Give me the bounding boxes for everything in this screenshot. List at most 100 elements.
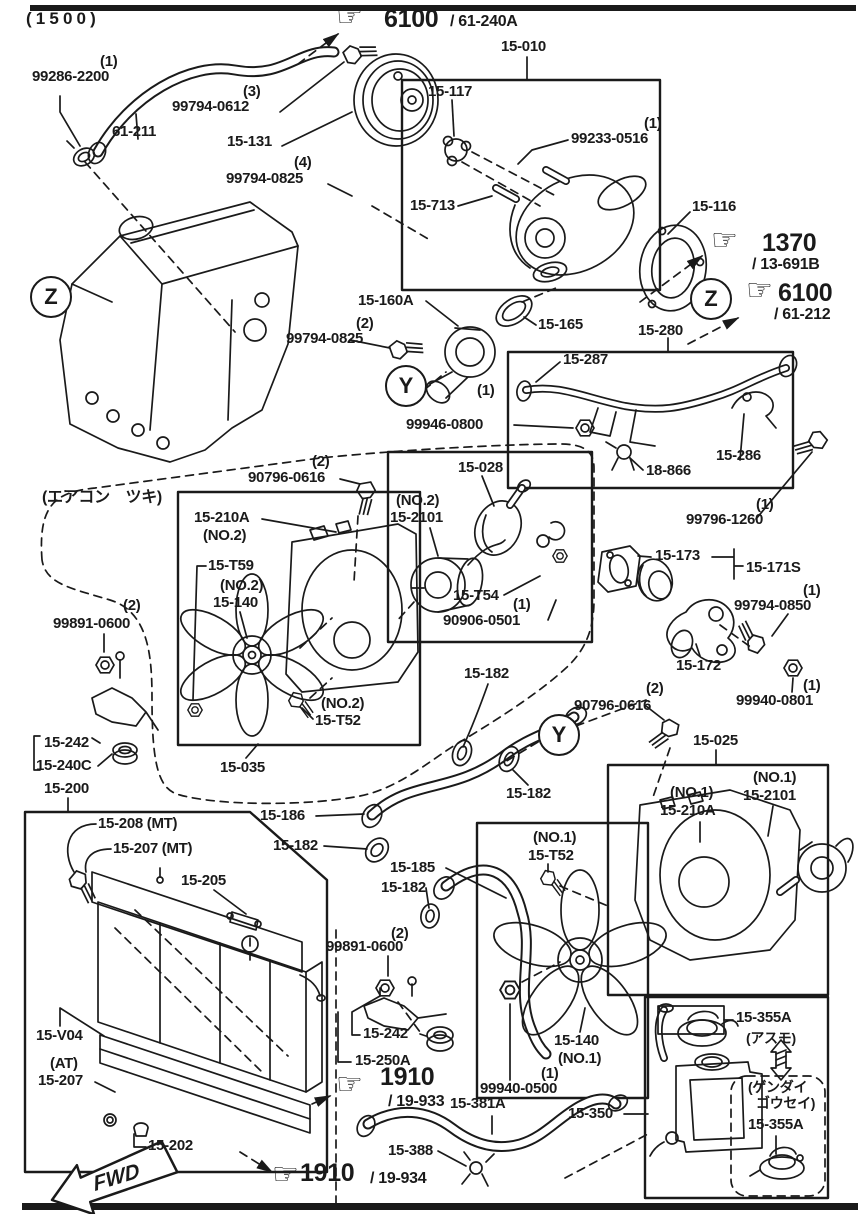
part-label: 99940-0500: [480, 1080, 558, 1097]
part-label: (1): [644, 115, 662, 132]
part-label: 15-280: [638, 322, 683, 339]
part-label: (NO.2): [321, 695, 365, 712]
fan-no1-assembly-boxes: [475, 763, 830, 1100]
part-label: (アスモ): [746, 1030, 796, 1046]
part-label: 15-T59: [208, 557, 254, 574]
ref-callout-small: / 61-212: [774, 306, 831, 323]
water-pipe-box-15-280: [506, 350, 830, 490]
part-label: (NO.2): [203, 527, 247, 544]
part-label: 90796-0616: [574, 697, 652, 714]
part-label: (NO.2): [396, 492, 440, 509]
detail-balloon-y: Y: [538, 714, 580, 756]
part-label: 15-010: [501, 38, 546, 55]
part-label: (3): [243, 83, 261, 100]
ref-callout-big: 6100: [778, 279, 833, 307]
hose-61-211-drawing: [66, 35, 381, 167]
part-label: (NO.2): [220, 577, 264, 594]
part-label: 99891-0600: [326, 938, 404, 955]
ref-callout-small: / 61-240A: [450, 13, 518, 30]
part-label: (2): [123, 597, 141, 614]
part-label: 15-713: [410, 197, 455, 214]
ref-callout-big: 1370: [762, 229, 817, 257]
part-label: 15-355A: [736, 1009, 792, 1026]
part-label: 99891-0600: [53, 615, 131, 632]
part-label: (NO.1): [558, 1050, 602, 1067]
part-label: 99286-2200: [32, 68, 110, 85]
part-label: 15-185: [390, 859, 435, 876]
pointing-hand-icon: ☞: [336, 1068, 363, 1101]
part-label: 15-200: [44, 780, 89, 797]
part-label: 15-171S: [746, 559, 801, 576]
part-label: 15-V04: [36, 1027, 83, 1044]
part-label: (1): [756, 496, 774, 513]
part-label: (1): [100, 53, 118, 70]
fan-motor-no1-drawing: [537, 837, 854, 898]
thermostat-cover-group-drawing: [597, 545, 803, 677]
part-label: 15-242: [44, 734, 89, 751]
part-label: 15-388: [388, 1142, 433, 1159]
part-label: 15-381A: [450, 1095, 506, 1112]
ref-callout-big: 6100: [384, 5, 439, 33]
radiator-drawing: [64, 867, 326, 1137]
part-label: ( 1 5 0 0 ): [26, 9, 96, 28]
part-label: 15-350: [568, 1105, 613, 1122]
part-label: 15-240C: [36, 757, 92, 774]
part-label: 99794-0825: [286, 330, 364, 347]
part-label: 90796-0616: [248, 469, 326, 486]
part-label: 15-210A: [660, 802, 716, 819]
part-label: 15-186: [260, 807, 305, 824]
part-label: (エアコン ツキ): [42, 489, 162, 506]
fan-blade-no1-drawing: [493, 869, 667, 1036]
part-label: (1): [803, 582, 821, 599]
engine-block-drawing: [59, 201, 299, 463]
part-label: (1): [803, 677, 821, 694]
part-label: 15-140: [213, 594, 258, 611]
dashed-leader-lines: [84, 32, 753, 1204]
ref-callout-small: / 19-934: [370, 1170, 427, 1187]
part-label: 15-208 (MT): [98, 815, 178, 832]
part-label: 15-242: [363, 1025, 408, 1042]
part-label: 99794-0825: [226, 170, 304, 187]
part-label: 15-286: [716, 447, 761, 464]
pointing-hand-icon: ☞: [746, 274, 773, 307]
part-label: 15-205: [181, 872, 226, 889]
part-label: 15-207: [38, 1072, 83, 1089]
part-label: (NO.1): [753, 769, 797, 786]
part-label: 15-355A: [748, 1116, 804, 1133]
mount-bracket-cluster-left: [91, 651, 159, 765]
hose-clamp-icons: [364, 739, 520, 929]
part-label: 15-028: [458, 459, 503, 476]
part-label: 61-211: [112, 123, 157, 140]
part-label: 15-182: [381, 879, 426, 896]
part-label: 15-172: [676, 657, 721, 674]
reservoir-box-15-350: [643, 995, 830, 1200]
part-label: (4): [294, 154, 312, 171]
water-pump-box-15-010: [400, 78, 662, 292]
fan-blade-no2-drawing: [179, 573, 325, 737]
part-label: 18-866: [646, 462, 691, 479]
part-label: 15-182: [464, 665, 509, 682]
part-label: 99796-1260: [686, 511, 764, 528]
part-label: (1): [541, 1065, 559, 1082]
part-label: 15-025: [693, 732, 738, 749]
detail-balloon-z: Z: [690, 278, 732, 320]
pointing-hand-icon: ☞: [272, 1158, 299, 1191]
part-label: 15-131: [227, 133, 272, 150]
part-label: 15-210A: [194, 509, 250, 526]
part-label: 90906-0501: [443, 612, 521, 629]
fan-motor-no2-drawing: [187, 479, 568, 720]
ref-callout-big: 1910: [300, 1159, 355, 1187]
part-label: 15-165: [538, 316, 583, 333]
pulley-15-131-drawing: [353, 53, 439, 147]
part-label: (2): [391, 925, 409, 942]
thermostat-15-160A-drawing: [387, 295, 533, 404]
top-border: [30, 5, 856, 11]
part-label: 15-116: [692, 198, 737, 215]
part-label: (2): [312, 453, 330, 470]
part-label: 15-287: [563, 351, 608, 368]
part-label: 15-T54: [453, 587, 499, 604]
part-label: (1): [513, 596, 531, 613]
bottom-border: [22, 1203, 858, 1210]
